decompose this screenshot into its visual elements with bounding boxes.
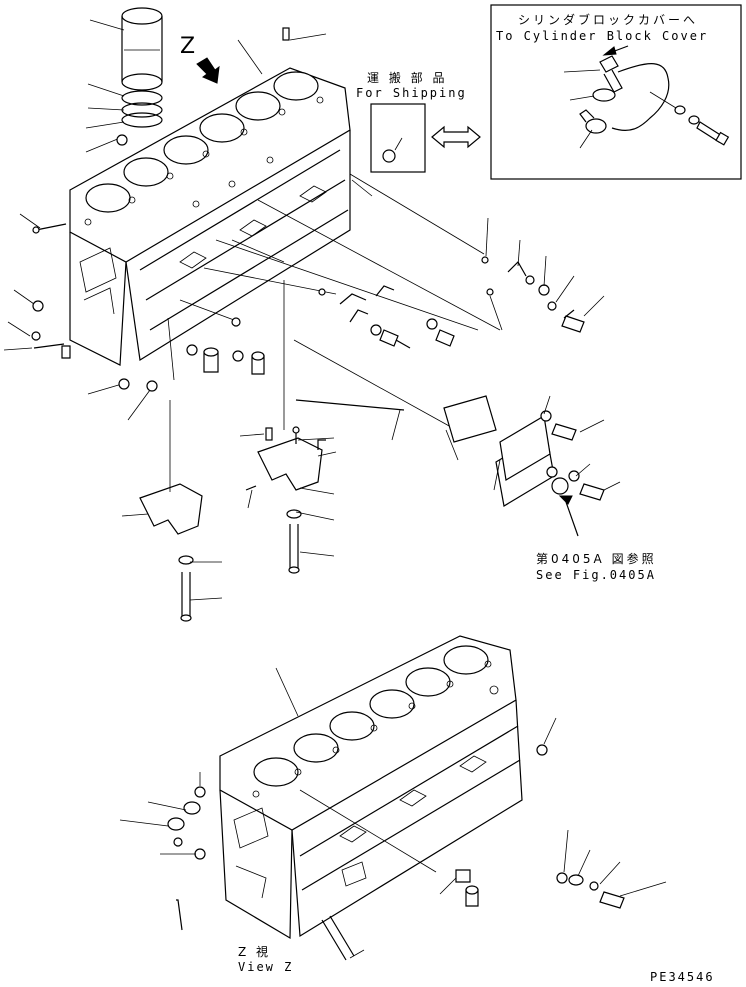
cover-label-en: To Cylinder Block Cover bbox=[496, 29, 709, 43]
shipping-bolt bbox=[382, 137, 403, 163]
shipping-part-box bbox=[370, 103, 426, 173]
lower-cylinder-block bbox=[219, 635, 523, 940]
see-fig-label-jp: 第0405A 図参照 bbox=[536, 552, 657, 566]
lower-fasteners bbox=[167, 744, 625, 961]
upper-leader-lines bbox=[3, 19, 501, 433]
cover-arrow bbox=[602, 45, 629, 56]
upper-cylinder-block bbox=[69, 67, 351, 366]
view-z-label-jp: Z 視 bbox=[238, 945, 272, 959]
drawing-code: PE34546 bbox=[650, 970, 715, 984]
view-z-label-en: View Z bbox=[238, 960, 294, 974]
upper-right-leaders bbox=[485, 217, 605, 331]
upper-fasteners bbox=[31, 27, 585, 392]
z-marker: Z bbox=[180, 34, 196, 59]
cover-inset-box bbox=[490, 4, 742, 180]
cylinder-liner bbox=[121, 7, 163, 91]
cover-label-jp: シリンダブロックカバーへ bbox=[518, 13, 699, 27]
bore-row bbox=[85, 71, 319, 213]
double-arrow bbox=[431, 125, 481, 149]
liner-rings bbox=[121, 90, 163, 128]
see-fig-label-en: See Fig.0405A bbox=[536, 568, 656, 582]
shipping-label-jp: 運 搬 部 品 bbox=[367, 71, 448, 85]
sensor-assembly bbox=[579, 55, 730, 146]
inset-leader-lines bbox=[563, 69, 601, 149]
side-cover-plates bbox=[295, 395, 621, 537]
shipping-label-en: For Shipping bbox=[356, 86, 467, 100]
z-view-arrow bbox=[196, 57, 220, 84]
lower-bore-row bbox=[253, 645, 489, 787]
lower-leader-lines bbox=[119, 667, 667, 959]
main-bearing-caps bbox=[121, 280, 337, 622]
